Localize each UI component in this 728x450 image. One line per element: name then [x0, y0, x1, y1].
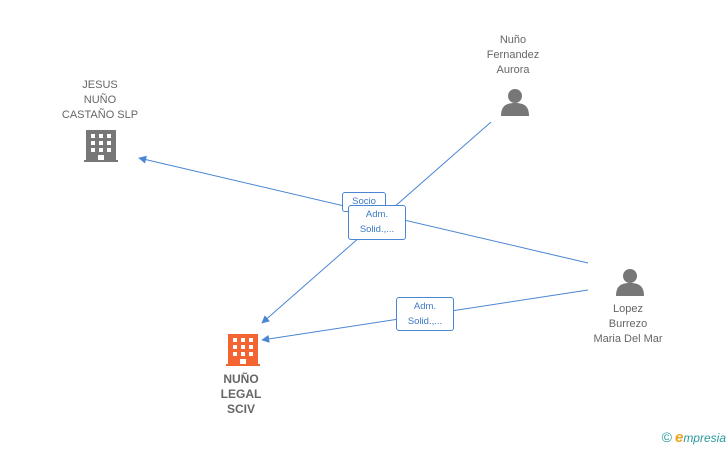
person-icon[interactable] — [616, 269, 644, 296]
empresia-logo: ©empresia — [662, 429, 726, 446]
node-label-lopez-burrezo[interactable]: Lopez Burrezo Maria Del Mar — [593, 303, 663, 345]
copyright-symbol: © — [661, 429, 672, 445]
building-icon[interactable] — [226, 334, 260, 366]
edge-label-adm-solid[interactable]: Adm. Solid.,... — [396, 297, 454, 331]
brand-initial: e — [674, 429, 684, 446]
node-label-nuno-fernandez-aurora[interactable]: Nuño Fernandez Aurora — [486, 34, 540, 76]
node-label-nuno-legal-sciv[interactable]: NUÑO LEGAL SCIV — [220, 372, 262, 416]
node-label-jesus-nuno-castano[interactable]: JESUS NUÑO CASTAÑO SLP — [61, 79, 139, 121]
edge-label-adm-solid[interactable]: Adm. Solid.,... — [348, 205, 406, 240]
person-icon[interactable] — [501, 89, 529, 116]
brand-name: mpresia — [683, 431, 726, 445]
building-icon[interactable] — [84, 130, 118, 162]
